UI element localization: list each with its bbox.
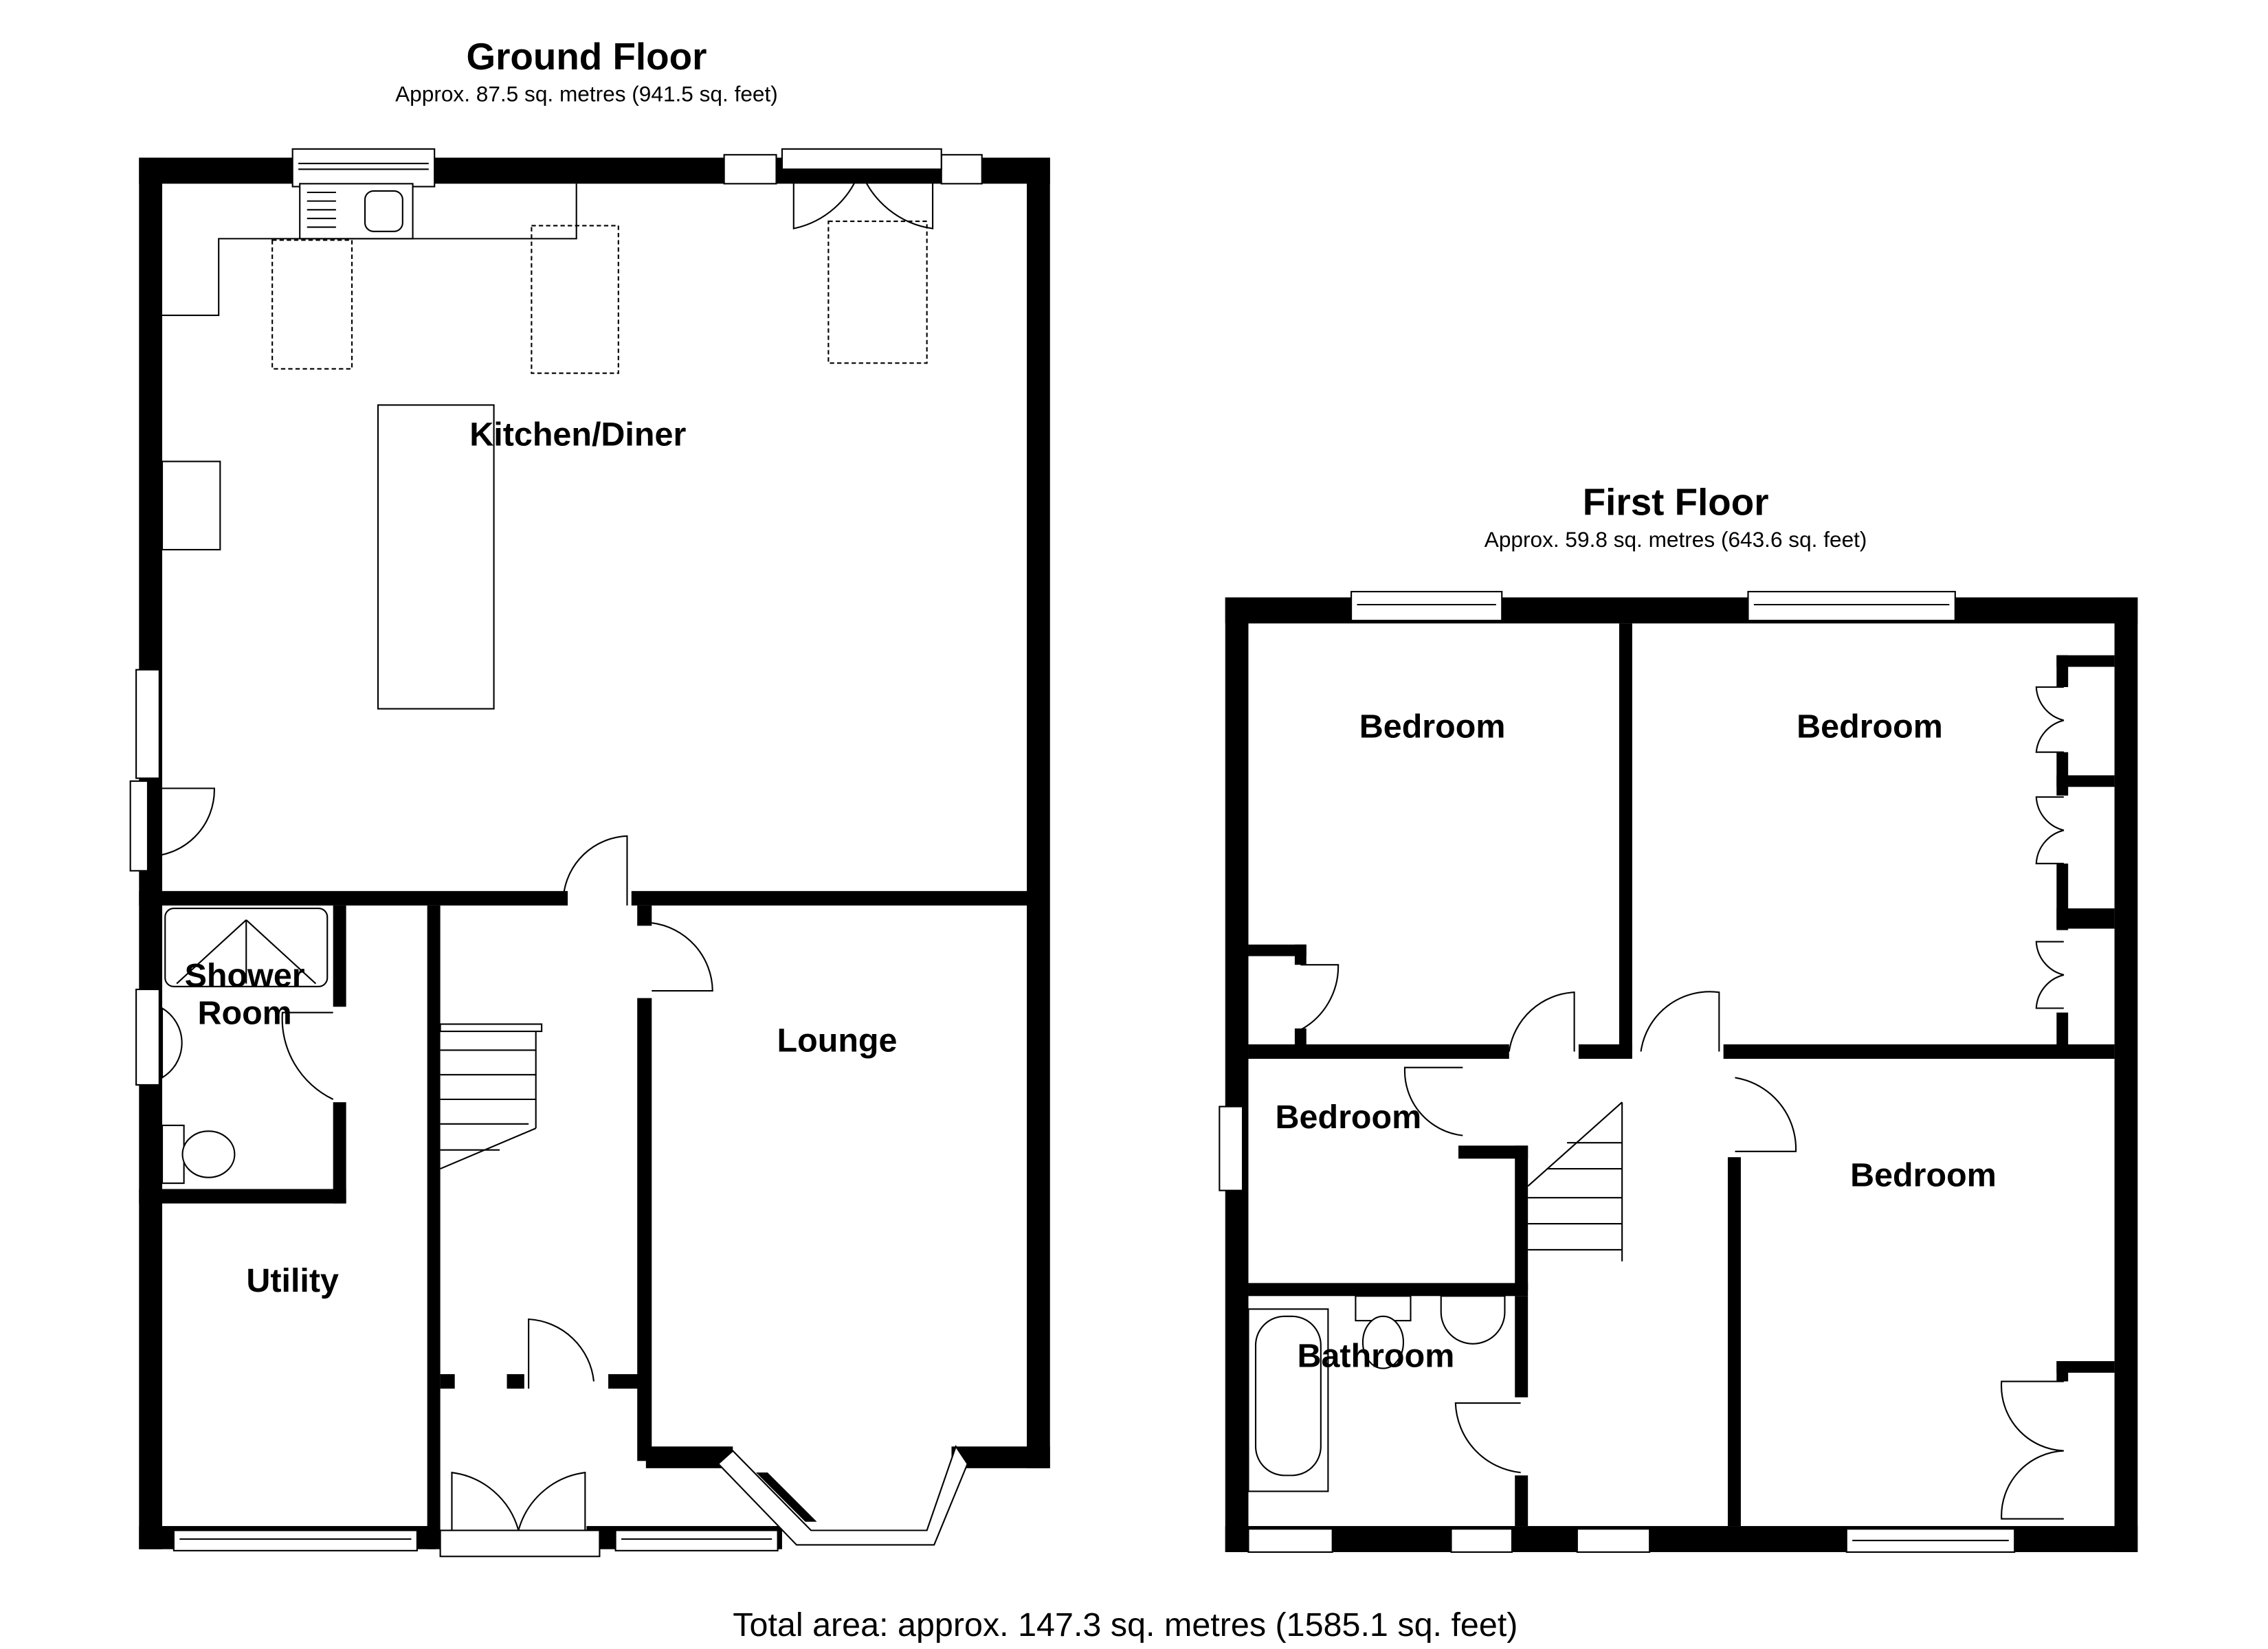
gf-window-shower: [135, 988, 160, 1086]
gf-window-hall: [614, 1529, 779, 1551]
ff-wall-bed3-right: [1515, 1145, 1528, 1290]
first-floor-plan: Bedroom Bedroom Bedroom Bedroom Bathroom: [1219, 591, 2138, 1553]
ff-cupboard-door[interactable]: [1300, 964, 1339, 1031]
gf-kitchen-island: [377, 404, 495, 710]
ff-window-bed2: [1747, 591, 1956, 622]
gf-wall-lounge-left-stub: [637, 905, 652, 926]
ff-door-bed3[interactable]: [1403, 1066, 1463, 1136]
gf-back-door-frame: [129, 780, 148, 872]
gf-wall-shower-right-bottom: [333, 1102, 346, 1204]
ff-wall-bed1-bed2: [1619, 623, 1632, 1051]
ff-window-bath-2: [1450, 1528, 1513, 1553]
ff-wardrobe-bed4-top: [2056, 1361, 2115, 1373]
room-label-utility: Utility: [246, 1262, 339, 1299]
gf-window-left: [135, 669, 160, 779]
gf-french-door-left[interactable]: [792, 168, 861, 229]
gf-toilet: [181, 1130, 236, 1178]
ff-wall-bed4-left: [1727, 1157, 1741, 1527]
gf-side-unit: [161, 460, 221, 551]
room-label-bedroom-4: Bedroom: [1850, 1156, 1997, 1193]
ff-door-bathroom[interactable]: [1454, 1402, 1521, 1474]
gf-bay-window: [717, 1444, 968, 1546]
gf-appliance-3: [827, 221, 928, 364]
gf-worktop: [162, 183, 577, 316]
room-label-lounge: Lounge: [777, 1022, 898, 1059]
gf-front-door-frame: [439, 1529, 601, 1558]
ff-window-bed1: [1350, 591, 1503, 622]
room-label-bedroom-2: Bedroom: [1797, 708, 1943, 745]
ff-bath-tub: [1247, 1308, 1329, 1492]
ff-cupboard-top: [1248, 944, 1307, 956]
room-label-shower-room-1: Shower: [185, 957, 305, 994]
ff-wardrobe-bed4-door[interactable]: [2001, 1380, 2064, 1520]
gf-door-porch-inner[interactable]: [528, 1318, 595, 1389]
ff-wardrobe-door-1[interactable]: [2035, 686, 2065, 753]
ff-window-landing: [1576, 1528, 1651, 1553]
gf-bay-wall: [756, 1472, 817, 1522]
gf-basin: [161, 1007, 183, 1079]
ground-floor-area: Approx. 87.5 sq. metres (941.5 sq. feet): [395, 81, 778, 106]
ff-toilet: [1361, 1315, 1405, 1369]
gf-wall-shower-right-top: [333, 905, 346, 1007]
ff-door-bed1[interactable]: [1508, 991, 1575, 1052]
room-label-bathroom: Bathroom: [1297, 1337, 1454, 1374]
ff-door-bed4[interactable]: [1735, 1077, 1797, 1152]
gf-sink-icon: [364, 190, 403, 232]
gf-french-door-right[interactable]: [859, 168, 934, 229]
gf-wall-utility-right: [427, 905, 441, 1549]
first-floor-area: Approx. 59.8 sq. metres (643.6 sq. feet): [1485, 527, 1867, 552]
gf-front-door-right[interactable]: [518, 1471, 586, 1531]
ff-basin: [1440, 1295, 1506, 1345]
gf-wall-lounge-left: [637, 998, 652, 1461]
ff-wall-bed1-bottom-left: [1248, 1044, 1509, 1059]
gf-french-door-frame: [781, 148, 942, 170]
gf-wall-kitchen-bottom-left: [139, 890, 568, 906]
ff-wall-right: [2114, 597, 2138, 1552]
gf-appliance-1: [271, 239, 353, 370]
gf-door-kitchen-hall[interactable]: [562, 835, 628, 906]
gf-door-shower[interactable]: [281, 1011, 334, 1100]
gf-wall-porch-left: [507, 1374, 524, 1389]
ff-window-bed3: [1219, 1106, 1244, 1191]
ff-wall-left: [1225, 597, 1249, 1552]
gf-wall-kitchen-bottom-right: [631, 890, 1037, 906]
gf-window-kitchen-2: [723, 154, 777, 185]
gf-wall-right: [1027, 157, 1050, 1468]
gf-door-hall-lounge[interactable]: [652, 922, 713, 992]
room-label-shower-room-2: Room: [197, 995, 291, 1032]
ff-wardrobe-top: [2056, 655, 2115, 667]
first-floor-title: First Floor: [1583, 480, 1769, 523]
ff-staircase: [1527, 1101, 1623, 1261]
ff-wall-bath-right-bottom: [1515, 1475, 1528, 1527]
total-area: Total area: approx. 147.3 sq. metres (15…: [733, 1606, 1517, 1644]
gf-window-utility: [173, 1529, 418, 1551]
ff-wardrobe-door-2[interactable]: [2035, 796, 2065, 864]
gf-front-door-left[interactable]: [451, 1471, 520, 1531]
ff-door-bed2[interactable]: [1640, 991, 1720, 1052]
gf-toilet-cistern: [161, 1124, 185, 1185]
room-label-kitchen-diner: Kitchen/Diner: [469, 416, 686, 453]
room-label-bedroom-1: Bedroom: [1359, 708, 1506, 745]
ff-wall-bath-right-top: [1515, 1296, 1528, 1398]
gf-window-kitchen-1: [291, 148, 436, 188]
gf-back-door[interactable]: [147, 787, 215, 857]
ground-floor-title: Ground Floor: [466, 35, 707, 78]
ff-wall-bed1-bottom-right: [1578, 1044, 1632, 1059]
gf-staircase: [439, 1023, 543, 1170]
ff-wall-bed2-bottom: [1723, 1044, 2115, 1059]
ff-window-bath-1: [1247, 1528, 1333, 1553]
gf-wall-porch-stub: [440, 1374, 455, 1389]
room-label-bedroom-3: Bedroom: [1276, 1099, 1422, 1136]
gf-appliance-2: [531, 225, 619, 374]
ff-wall-bed3-stub: [1458, 1145, 1528, 1159]
ff-wall-bed3-bottom: [1248, 1283, 1528, 1297]
gf-wall-shower-bottom: [139, 1189, 346, 1204]
ground-floor-plan: Kitchen/Diner Shower Room Utility Lounge: [129, 148, 1050, 1558]
gf-window-kitchen-3: [940, 154, 983, 185]
ff-wardrobe-door-3[interactable]: [2035, 941, 2065, 1009]
gf-wall-porch-right: [608, 1374, 646, 1389]
